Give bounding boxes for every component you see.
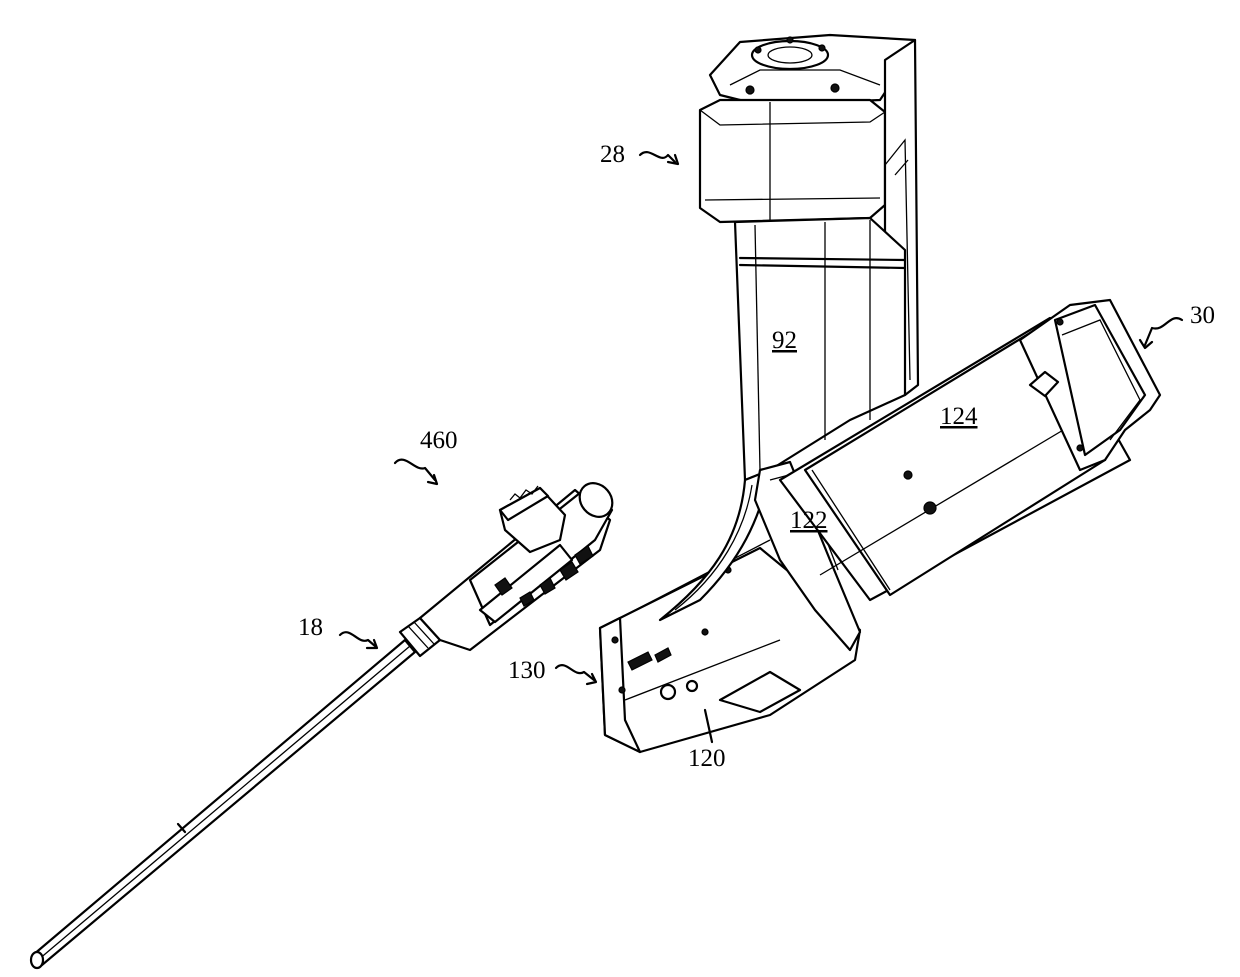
label-92: 92 (772, 327, 797, 354)
label-130: 130 (508, 657, 546, 684)
instrument (31, 477, 619, 968)
housing-28 (700, 100, 885, 222)
label-30: 30 (1190, 302, 1215, 329)
leader-460 (395, 460, 435, 480)
leader-18 (340, 632, 375, 646)
label-120: 120 (688, 745, 726, 772)
instrument-shaft (31, 640, 415, 968)
leader-28 (640, 152, 675, 162)
label-124: 124 (940, 403, 978, 430)
label-122: 122 (790, 507, 828, 534)
label-460: 460 (420, 427, 458, 454)
leader-30 (1145, 318, 1182, 345)
instrument-knob (500, 486, 565, 552)
arm-assembly (700, 35, 918, 480)
label-18: 18 (298, 614, 323, 641)
label-28: 28 (600, 141, 625, 168)
leader-130 (556, 665, 594, 680)
